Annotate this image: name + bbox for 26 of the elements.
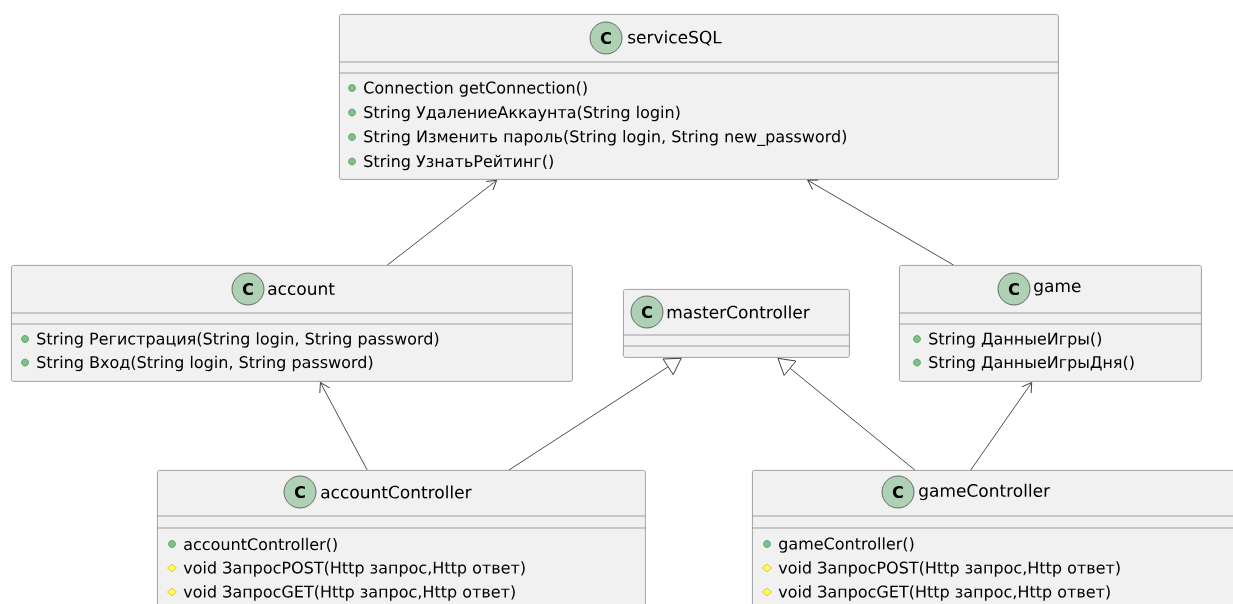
class-name: account <box>268 282 335 296</box>
inheritance-arrow <box>508 357 682 471</box>
method-text: String Регистрация(String login, String password) <box>21 332 439 348</box>
method-text: String УзнатьРейтинг() <box>348 154 553 171</box>
inheritance-arrow <box>777 357 916 471</box>
method-text: String ДанныеИгрыДня() <box>913 355 1134 372</box>
method-text: String ДанныеИгры() <box>913 332 1101 348</box>
method-text: Connection getConnection() <box>348 81 587 97</box>
class-name: serviceSQL <box>628 30 722 46</box>
method-text: void ЗапросGET(Http запрос,Http ответ) <box>762 585 1110 601</box>
arrow <box>970 382 1033 471</box>
method-text: void ЗапросGET(Http запрос,Http ответ) <box>167 585 515 601</box>
method-text: accountController() <box>168 537 337 553</box>
method-text: void ЗапросPOST(Http запрос,Http ответ) <box>762 561 1120 577</box>
arrow <box>319 382 368 471</box>
method-text: gameController() <box>763 537 914 553</box>
class-name: masterController <box>667 305 810 319</box>
method-text: void ЗапросPOST(Http запрос,Http ответ) <box>167 561 525 577</box>
arrow <box>807 179 954 266</box>
method-text: String Вход(String login, String password) <box>21 355 373 372</box>
method-text: String Изменить пароль(String login, String new_password) <box>348 130 846 146</box>
arrow <box>386 179 498 266</box>
class-name: game <box>1034 282 1081 296</box>
class-name: accountController <box>321 485 472 499</box>
class-name: gameController <box>919 483 1051 501</box>
method-text: String УдалениеАккаунта(String login) <box>348 105 680 122</box>
